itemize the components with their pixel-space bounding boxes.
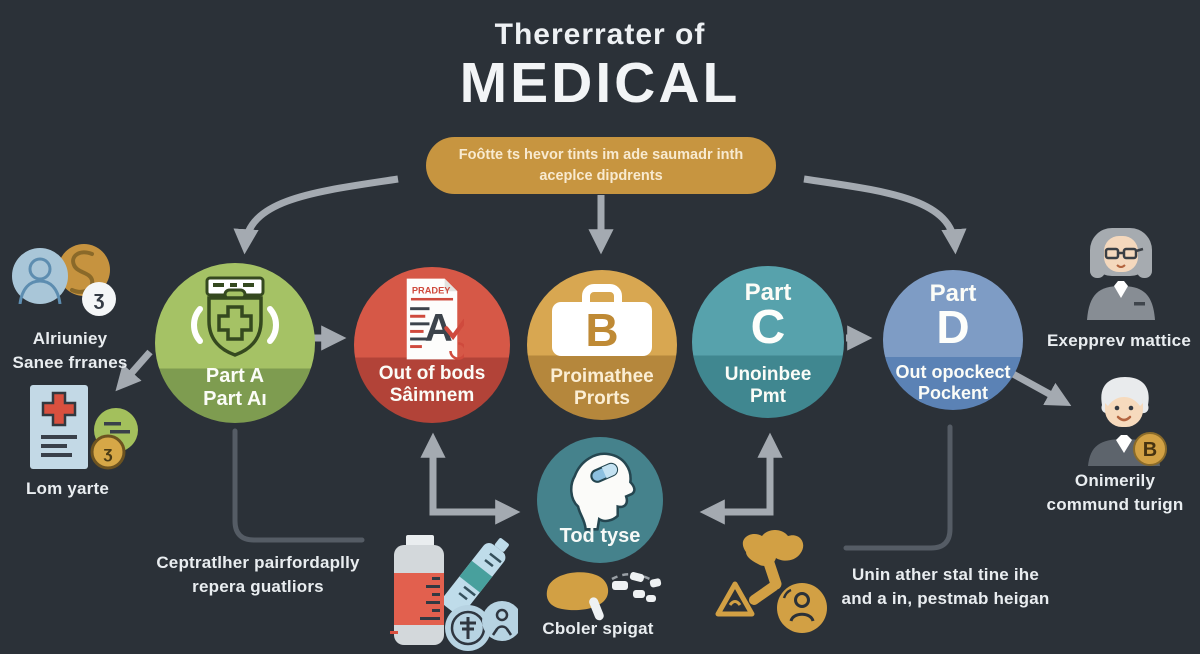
- warning-caption-line1: Unin ather stal tine ihe: [851, 565, 1040, 584]
- medical-record-caption: Lom yarte: [25, 479, 110, 498]
- head-circle-caption: Tod tyse: [559, 525, 641, 547]
- hand-pills-icon: [540, 567, 665, 627]
- part-b-briefcase-label-line2: Prorts: [574, 388, 630, 409]
- part-d-letter: D: [936, 301, 970, 353]
- page-subtitle: Thererrater of: [494, 18, 706, 51]
- arrow-banner-to-part-a: [233, 175, 399, 255]
- regulations-caption-line2: repera guatliors: [192, 577, 324, 597]
- doc-title-text: PRADEY: [412, 286, 451, 296]
- medical-record-icon: ʒ: [28, 383, 150, 478]
- part-d-label-line2: Pockent: [917, 383, 989, 403]
- part-b-claims-label-line1: Out of bods: [378, 363, 486, 384]
- hand-pills-glyph: [546, 572, 662, 621]
- advisor-caption: Exepprev mattice: [1047, 331, 1191, 350]
- people-caption-line2: Sanee frranes: [12, 353, 128, 373]
- regulations-caption-line1: Ceptratlher pairfordaplly: [156, 553, 360, 572]
- warning-caption-line2: and a in, pestmab heigan: [841, 589, 1050, 609]
- part-c-word: Part: [744, 279, 792, 306]
- people-group-caption: Alriuniey Sanee frranes: [0, 327, 140, 375]
- arrow-elbow-left-tod: [420, 432, 521, 525]
- senior-man-icon: B: [1080, 373, 1168, 471]
- connector-parta-to-pills: [232, 428, 365, 543]
- arrow-elbow-right-tod: [699, 432, 783, 525]
- pill-bottle-glyph: [390, 535, 522, 651]
- graded-document-icon: PRADEY A: [406, 278, 464, 360]
- connector-partd-to-caption: [843, 424, 953, 551]
- arrow-banner-to-part-d: [803, 175, 967, 255]
- senior-caption-line2: commund turign: [1046, 495, 1184, 515]
- part-a-label-line1: Part A: [205, 365, 265, 387]
- part-c-label-line1: Unoinbee: [724, 364, 812, 385]
- regulations-caption: Ceptratlher pairfordaplly repera guatlio…: [118, 551, 398, 599]
- part-d-word: Part: [929, 280, 977, 307]
- arrow-to-senior-man: [1002, 365, 1072, 407]
- part-d-label-line1: Out opockect: [895, 362, 1011, 382]
- warning-person-icon: [712, 528, 837, 641]
- part-a-label-line2: Part Aı: [203, 388, 267, 410]
- banner-line1: Foôtte ts hevor tints im ade saumadr int…: [458, 147, 744, 164]
- coin-letter: B: [1143, 439, 1157, 461]
- warning-caption: Unin ather stal tine ihe and a in, pestm…: [838, 563, 1053, 611]
- banner-line2: aceplce dipdrents: [539, 167, 663, 184]
- currency-glyph: ʒ: [93, 287, 105, 310]
- warning-person-glyph: [715, 530, 827, 633]
- part-c-letter: C: [750, 301, 786, 354]
- page-title: MEDICAL: [459, 51, 741, 115]
- circle-head-profile: Tod tyse: [537, 437, 663, 563]
- person-avatar-icon: [12, 248, 68, 305]
- people-caption-line1: Alriuniey: [32, 329, 108, 348]
- currency-badge-icon: ʒ: [82, 282, 116, 316]
- medical-kit-icon: [191, 276, 279, 357]
- woman-glasses-glyph: [1087, 228, 1155, 320]
- part-b-claims-label-line2: Sâimnem: [389, 385, 475, 406]
- briefcase-icon: B: [552, 284, 652, 356]
- circle-part-c: Part C Unoinbee Pmt: [692, 266, 844, 418]
- circle-part-b-briefcase: B Proimathee Prorts: [527, 270, 677, 420]
- circle-part-b-claims: PRADEY A Out of bods Sâimnem: [354, 267, 510, 423]
- woman-glasses-icon: [1077, 222, 1165, 325]
- head-profile-icon: [570, 452, 636, 531]
- circle-part-d: Part D Out opockect Pockent: [883, 270, 1023, 410]
- part-b-briefcase-label-line1: Proimathee: [550, 366, 654, 387]
- hand-pills-caption: Cboler spigat: [542, 619, 654, 638]
- medical-record-glyph: ʒ: [30, 385, 138, 470]
- pill-bottle-icon: [376, 533, 522, 654]
- coin-glyph: ʒ: [104, 443, 113, 462]
- person-outline-glyph: [18, 257, 62, 305]
- briefcase-letter: B: [585, 304, 618, 356]
- circle-part-a: Part A Part Aı: [155, 263, 315, 423]
- senior-man-glyph: B: [1088, 377, 1167, 466]
- intro-banner: Foôtte ts hevor tints im ade saumadr int…: [426, 137, 776, 194]
- part-c-label-line2: Pmt: [750, 386, 786, 407]
- senior-caption-line1: Onimerily: [1074, 471, 1156, 490]
- arrow-to-medical-record: [115, 349, 153, 392]
- senior-caption: Onimerily commund turign: [1030, 469, 1200, 517]
